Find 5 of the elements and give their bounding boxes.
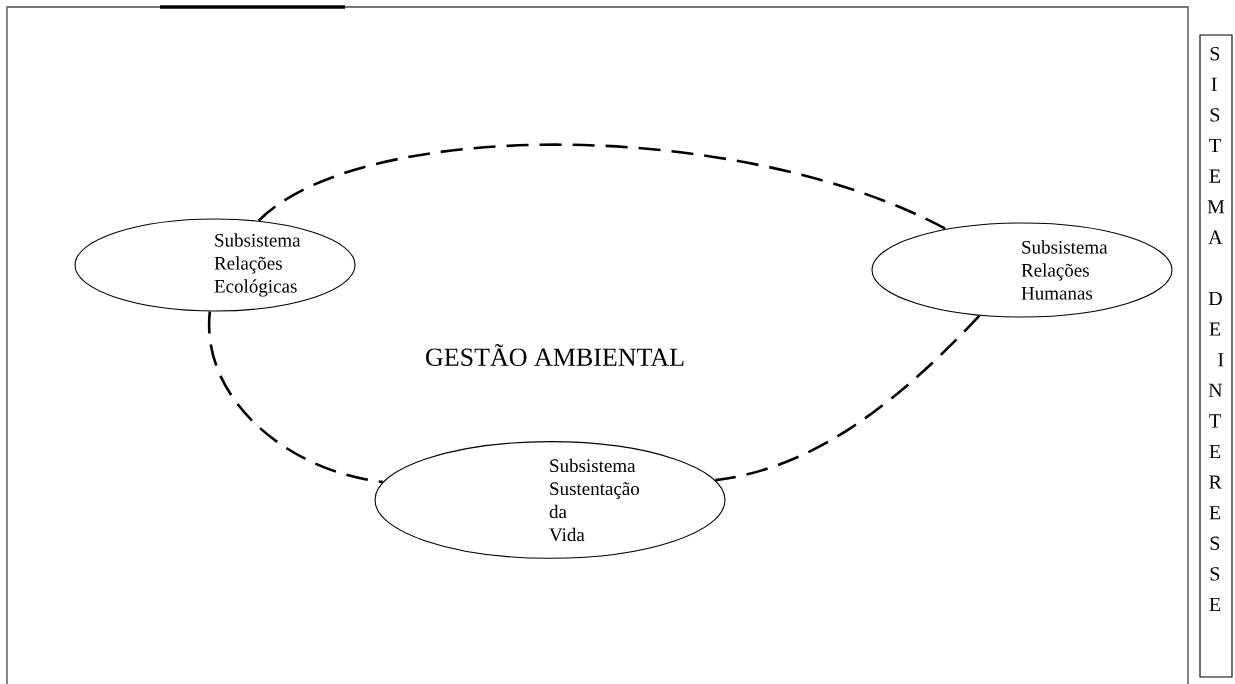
dashed-connector: [715, 314, 981, 482]
label: GESTÃO AMBIENTAL: [426, 344, 684, 366]
dashed-connector: [257, 143, 947, 231]
dashed-connector: [208, 311, 384, 484]
vertical-box: SISTEMA DE INTERESSE: [1199, 34, 1233, 678]
